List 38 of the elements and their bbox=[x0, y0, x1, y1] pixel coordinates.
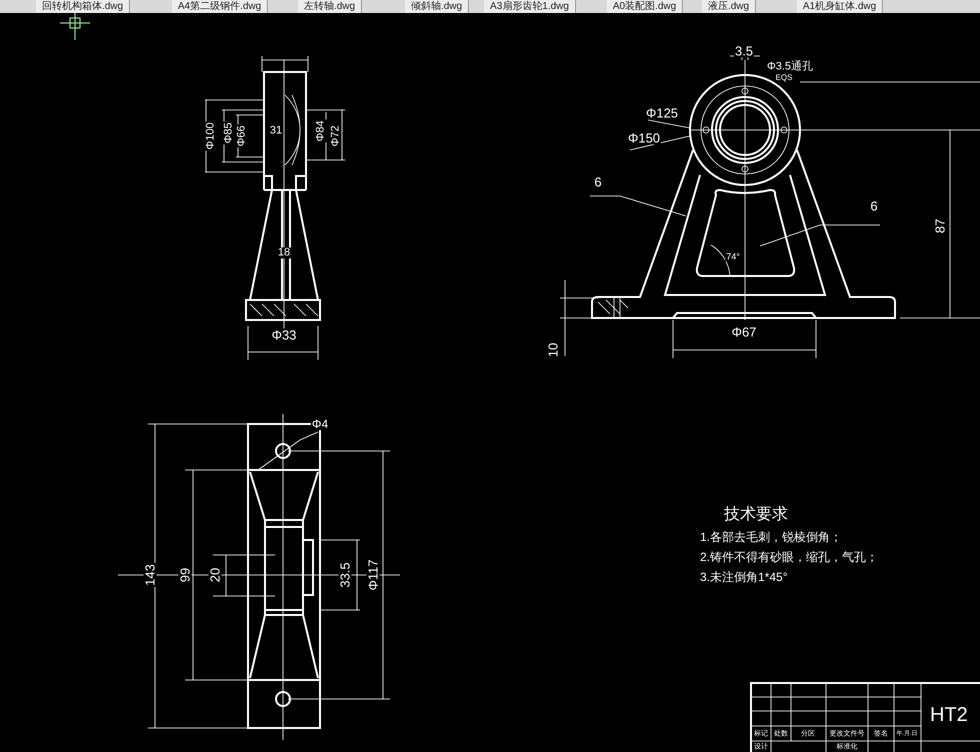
dimension-value: Φ100 bbox=[206, 121, 216, 151]
dimension-value: Φ117 bbox=[366, 558, 380, 592]
dimension-value: Φ66 bbox=[236, 124, 248, 148]
file-tab: 回转机构箱体.dwg bbox=[36, 0, 130, 13]
dimension-value: 99 bbox=[178, 566, 192, 584]
file-tab: 倾斜轴.dwg bbox=[404, 0, 470, 13]
requirement-text: 2.铸件不得有砂眼，缩孔，气孔； bbox=[700, 551, 878, 563]
requirement-text: 技术要求 bbox=[724, 507, 788, 523]
dimension-value: 33.5 bbox=[338, 561, 352, 589]
requirement-text: 3.未注倒角1*45° bbox=[700, 571, 788, 583]
dimension-value: Φ67 bbox=[730, 326, 758, 338]
dimension-value: 143 bbox=[144, 563, 156, 587]
dimension-value: 6 bbox=[593, 176, 603, 188]
dimension-value: Φ125 bbox=[644, 106, 680, 120]
file-tab: A4第二级钢件.dwg bbox=[172, 0, 268, 13]
dimension-value: 20 bbox=[208, 566, 222, 584]
dimension-value: 10 bbox=[546, 342, 560, 358]
dimension-value: Φ3.5通孔 bbox=[766, 62, 814, 72]
file-tab: 液压.dwg bbox=[702, 0, 756, 13]
dimension-value: Φ72 bbox=[330, 124, 342, 148]
dimension-value: 3.5 bbox=[734, 44, 754, 58]
file-tab: 左转轴.dwg bbox=[298, 0, 362, 13]
dimension-value: 31 bbox=[268, 126, 284, 136]
dimension-value: 74° bbox=[725, 252, 741, 262]
dimension-value: Φ150 bbox=[626, 132, 662, 144]
dimension-value: 87 bbox=[934, 218, 946, 234]
file-tab: A3扇形齿轮1.dwg bbox=[484, 0, 576, 13]
dimension-value: Φ85 bbox=[224, 122, 234, 144]
dimension-value: 18 bbox=[276, 248, 292, 258]
title-block-text: HT2 bbox=[930, 705, 968, 725]
dimension-value: Φ33 bbox=[270, 328, 298, 342]
dimension-value: EQS bbox=[774, 74, 794, 82]
dimension-value: Φ84 bbox=[316, 120, 326, 142]
file-tab: A1机身缸体.dwg bbox=[796, 0, 884, 13]
dimension-value: 6 bbox=[869, 200, 879, 212]
file-tab: A0装配图.dwg bbox=[606, 0, 684, 13]
dimension-value: Φ4 bbox=[310, 418, 330, 430]
requirement-text: 1.各部去毛刺，锐棱倒角； bbox=[700, 531, 842, 543]
